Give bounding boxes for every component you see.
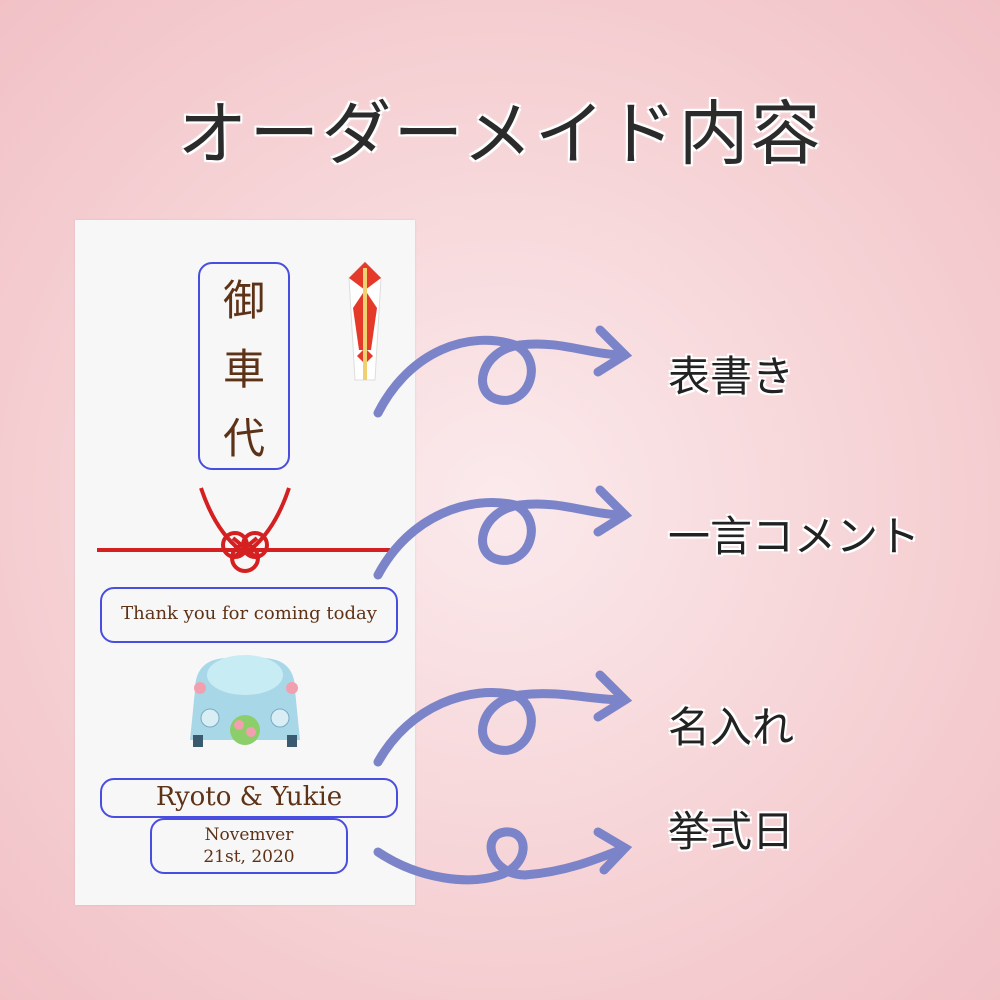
omotegaki-char: 代 <box>222 413 265 463</box>
envelope-card: 御 車 代 Thank you for coming today Ryoto &… <box>75 220 415 905</box>
omotegaki-box: 御 車 代 <box>198 262 290 470</box>
date-box: Novemver 21st, 2020 <box>150 818 348 874</box>
wedding-car-icon <box>190 655 300 747</box>
noshi-icon <box>348 261 382 381</box>
arrow-icon <box>373 325 633 418</box>
mizuhiki-icon <box>97 487 390 573</box>
label-naire: 名入れ <box>668 703 795 752</box>
arrow-icon <box>373 670 633 767</box>
names-box: Ryoto & Yukie <box>100 778 398 818</box>
date-line1: Novemver <box>204 825 294 845</box>
envelope-decoration <box>97 261 390 747</box>
label-comment: 一言コメント <box>668 512 921 561</box>
arrow-icon <box>373 485 633 580</box>
omotegaki-char: 御 <box>222 275 265 325</box>
page-title: オーダーメイド内容 <box>177 93 823 175</box>
arrow-icon <box>373 827 633 885</box>
label-omotegaki: 表書き <box>668 352 795 401</box>
comment-box: Thank you for coming today <box>100 587 398 643</box>
label-date: 挙式日 <box>668 807 795 856</box>
date-line2: 21st, 2020 <box>203 847 295 867</box>
omotegaki-char: 車 <box>222 344 265 394</box>
